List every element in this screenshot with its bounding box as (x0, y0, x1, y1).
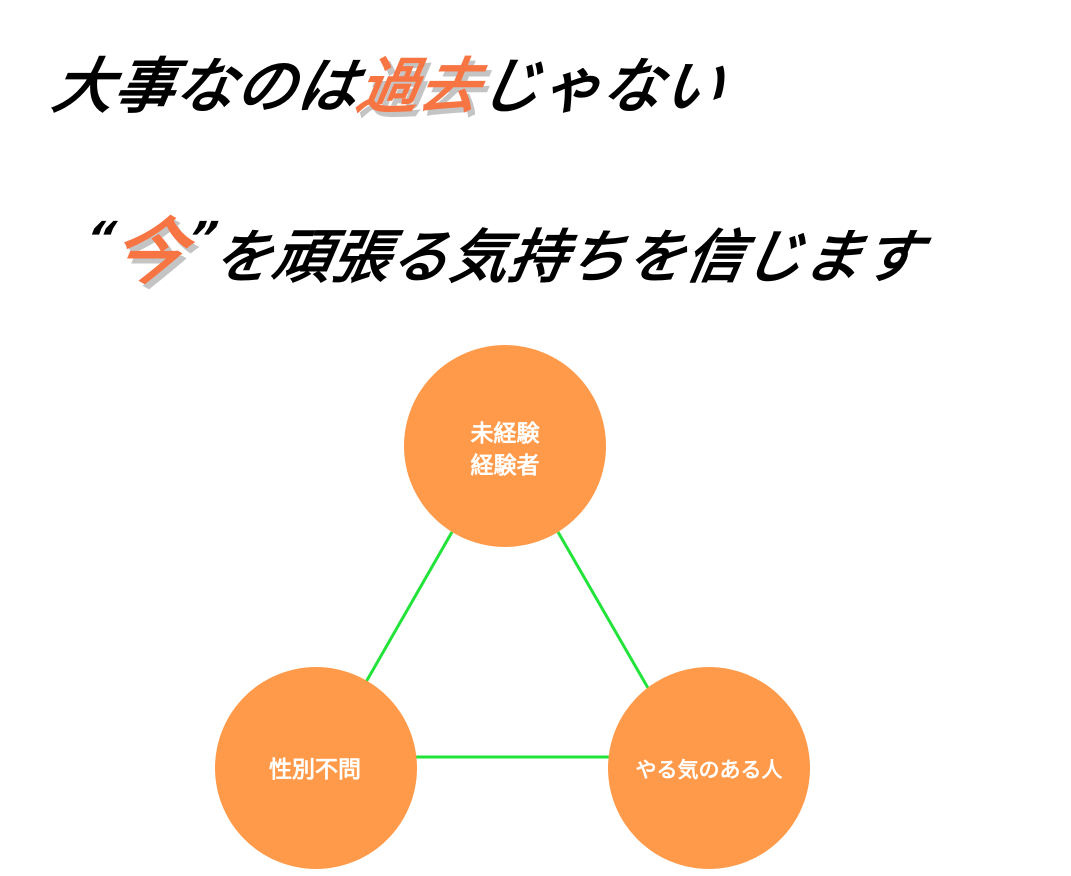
circle-motivation (608, 667, 810, 869)
label-motivation: やる気のある人 (635, 758, 783, 782)
label-experience: 未経験 経験者 (471, 418, 540, 482)
label-gender: 性別不問 (269, 757, 361, 783)
label-line: 未経験 (470, 421, 540, 447)
connector-top-left (364, 531, 454, 683)
circle-gender (215, 667, 417, 869)
circle-experience (404, 345, 606, 547)
connector-top-right (556, 531, 650, 689)
label-line: 経験者 (470, 453, 540, 479)
